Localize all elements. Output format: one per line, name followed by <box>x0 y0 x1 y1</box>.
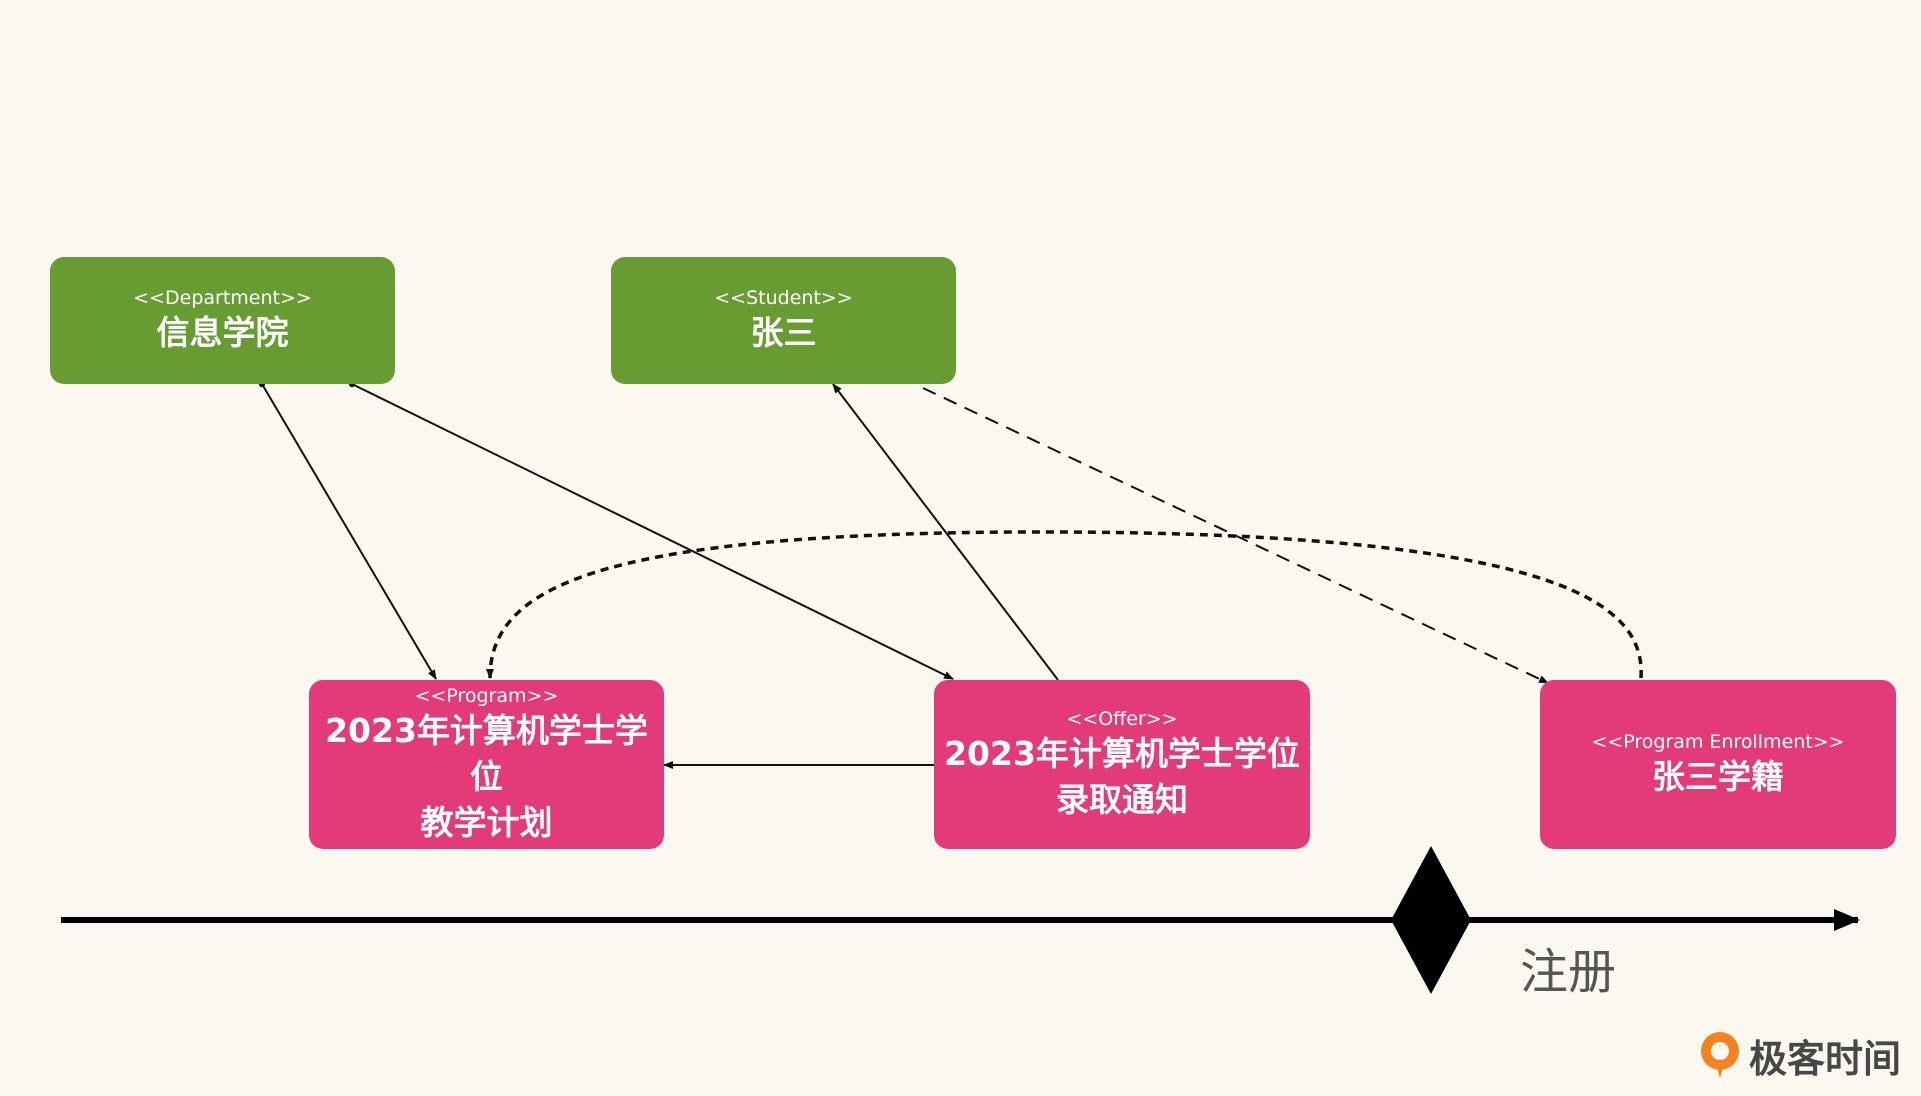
enrollment-stereotype: <<Program Enrollment>> <box>1591 730 1845 753</box>
geektime-logo-icon <box>1701 1031 1739 1078</box>
department-stereotype: <<Department>> <box>133 286 312 309</box>
link-enrollment-program <box>486 530 1643 679</box>
milestone-diamond <box>1391 846 1471 994</box>
program-title-line1: 2023年计算机学士学位 <box>325 710 648 796</box>
link-department-program <box>258 380 437 680</box>
watermark: 极客时间 <box>1697 1028 1901 1083</box>
program-stereotype: <<Program>> <box>414 684 559 707</box>
program-title-line2: 教学计划 <box>420 802 553 842</box>
offer-title-line2: 录取通知 <box>1056 779 1188 819</box>
program-node: <<Program>> 2023年计算机学士学位 教学计划 <box>309 680 664 849</box>
student-node: <<Student>> 张三 <box>611 257 956 384</box>
milestone-label: 注册 <box>1520 944 1617 1000</box>
student-title: 张三 <box>750 312 817 352</box>
watermark-text: 极客时间 <box>1749 1037 1902 1081</box>
offer-node: <<Offer>> 2023年计算机学士学位 录取通知 <box>934 680 1310 849</box>
department-node: <<Department>> 信息学院 <box>50 257 395 384</box>
link-offer-student <box>832 383 1059 681</box>
offer-stereotype: <<Offer>> <box>1066 707 1178 730</box>
department-title: 信息学院 <box>156 312 289 352</box>
link-department-offer <box>348 380 954 680</box>
enrollment-title: 张三学籍 <box>1652 756 1784 796</box>
enrollment-node: <<Program Enrollment>> 张三学籍 <box>1540 680 1896 849</box>
student-stereotype: <<Student>> <box>714 286 853 309</box>
offer-title-line1: 2023年计算机学士学位 <box>944 733 1300 773</box>
